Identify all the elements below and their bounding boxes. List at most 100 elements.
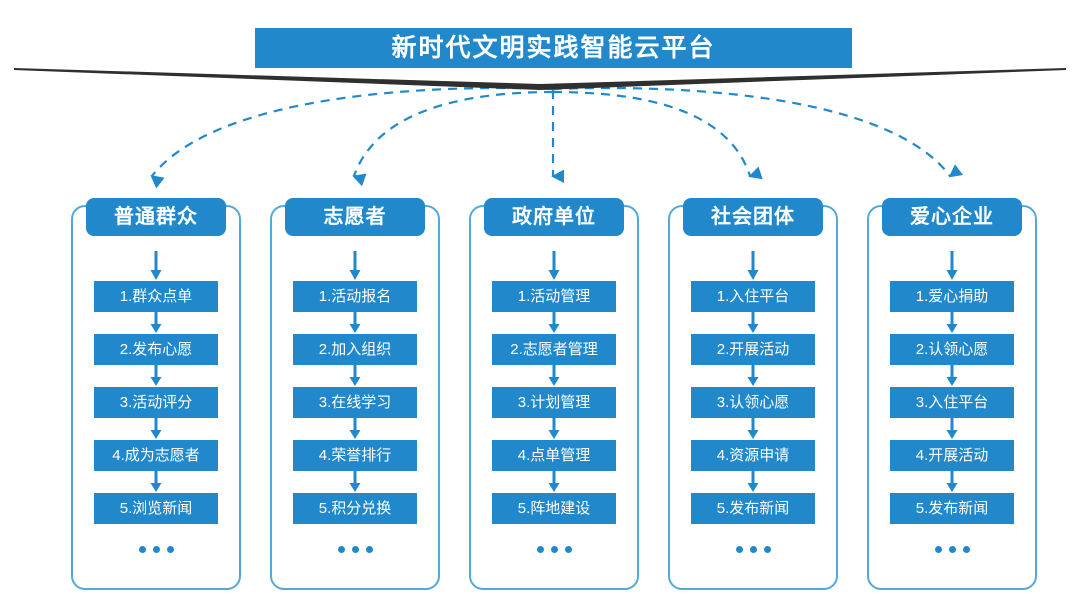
arrow-down-icon	[747, 365, 759, 386]
more-steps-ellipsis	[138, 546, 174, 553]
connector-to-column-3	[552, 90, 763, 180]
step-label: 3.在线学习	[318, 394, 392, 411]
arrow-down-icon	[150, 471, 162, 492]
step-box[interactable]: 2.认领心愿	[890, 334, 1014, 365]
step-label: 4.开展活动	[915, 447, 989, 464]
step-box[interactable]: 2.加入组织	[293, 334, 417, 365]
step-label: 1.活动报名	[318, 288, 392, 305]
platform-title-banner: 新时代文明实践智能云平台	[255, 28, 852, 68]
arrow-down-icon	[747, 251, 759, 280]
ellipsis-dot	[536, 546, 544, 553]
step-box[interactable]: 1.活动管理	[492, 281, 616, 312]
step-label: 2.志愿者管理	[510, 341, 598, 358]
step-box[interactable]: 1.群众点单	[94, 281, 218, 312]
arrow-down-icon	[747, 471, 759, 492]
arrow-down-icon	[548, 251, 560, 280]
step-label: 3.入住平台	[915, 394, 989, 411]
role-step-list: 1.活动报名 2.加入组织 3.在线学习 4.荣誉排行	[272, 251, 438, 553]
ellipsis-dot	[365, 546, 373, 553]
step-label: 1.群众点单	[119, 288, 193, 305]
connector-to-column-1	[352, 90, 554, 187]
arrow-down-icon	[349, 418, 361, 439]
ellipsis-dot	[948, 546, 956, 553]
step-box[interactable]: 4.开展活动	[890, 440, 1014, 471]
ellipsis-dot	[351, 546, 359, 553]
step-box[interactable]: 2.开展活动	[691, 334, 815, 365]
step-box[interactable]: 4.荣誉排行	[293, 440, 417, 471]
ellipsis-dot	[138, 546, 146, 553]
role-header-label: 普通群众	[114, 206, 198, 228]
arrow-down-icon	[150, 251, 162, 280]
arrow-down-icon	[548, 418, 560, 439]
more-steps-ellipsis	[735, 546, 771, 553]
ellipsis-dot	[564, 546, 572, 553]
arrow-down-icon	[548, 312, 560, 333]
step-box[interactable]: 5.积分兑换	[293, 493, 417, 524]
arrow-down-icon	[349, 471, 361, 492]
ellipsis-dot	[962, 546, 970, 553]
arrow-down-icon	[747, 418, 759, 439]
arrow-down-icon	[946, 418, 958, 439]
step-box[interactable]: 3.在线学习	[293, 387, 417, 418]
step-box[interactable]: 3.计划管理	[492, 387, 616, 418]
more-steps-ellipsis	[337, 546, 373, 553]
role-header-badge[interactable]: 普通群众	[86, 198, 226, 236]
step-box[interactable]: 4.资源申请	[691, 440, 815, 471]
step-box[interactable]: 5.浏览新闻	[94, 493, 218, 524]
step-label: 5.发布新闻	[716, 500, 790, 517]
step-box[interactable]: 5.发布新闻	[890, 493, 1014, 524]
more-steps-ellipsis	[536, 546, 572, 553]
role-header-badge[interactable]: 爱心企业	[882, 198, 1022, 236]
step-box[interactable]: 3.活动评分	[94, 387, 218, 418]
step-label: 5.积分兑换	[318, 500, 392, 517]
step-box[interactable]: 5.发布新闻	[691, 493, 815, 524]
step-box[interactable]: 3.入住平台	[890, 387, 1014, 418]
step-box[interactable]: 5.阵地建设	[492, 493, 616, 524]
step-box[interactable]: 4.成为志愿者	[94, 440, 218, 471]
role-header-label: 爱心企业	[910, 206, 994, 228]
ellipsis-dot	[152, 546, 160, 553]
arrow-down-icon	[150, 312, 162, 333]
role-header-label: 社会团体	[711, 206, 795, 228]
step-label: 5.浏览新闻	[119, 500, 193, 517]
step-label: 3.活动评分	[119, 394, 193, 411]
step-label: 2.认领心愿	[915, 341, 989, 358]
role-header-badge[interactable]: 政府单位	[484, 198, 624, 236]
step-label: 5.发布新闻	[915, 500, 989, 517]
step-box[interactable]: 1.活动报名	[293, 281, 417, 312]
step-label: 4.点单管理	[517, 447, 591, 464]
step-label: 2.发布心愿	[119, 341, 193, 358]
arrow-down-icon	[150, 365, 162, 386]
connector-to-column-4	[552, 86, 964, 178]
step-box[interactable]: 1.入住平台	[691, 281, 815, 312]
role-column[interactable]: 政府单位 1.活动管理 2.志愿者管理 3.计划管理	[469, 198, 639, 590]
role-header-badge[interactable]: 志愿者	[285, 198, 425, 236]
step-box[interactable]: 1.爱心捐助	[890, 281, 1014, 312]
arrow-down-icon	[747, 312, 759, 333]
step-label: 3.计划管理	[517, 394, 591, 411]
step-box[interactable]: 2.志愿者管理	[492, 334, 616, 365]
role-step-list: 1.群众点单 2.发布心愿 3.活动评分 4.成为志愿者	[73, 251, 239, 553]
step-label: 1.活动管理	[517, 288, 591, 305]
step-label: 5.阵地建设	[517, 500, 591, 517]
role-header-badge[interactable]: 社会团体	[683, 198, 823, 236]
page-title: 新时代文明实践智能云平台	[391, 33, 716, 62]
step-label: 4.荣誉排行	[318, 447, 392, 464]
role-step-list: 1.入住平台 2.开展活动 3.认领心愿 4.资源申请	[670, 251, 836, 553]
role-column[interactable]: 志愿者 1.活动报名 2.加入组织 3.在线学习	[270, 198, 440, 590]
step-label: 3.认领心愿	[716, 394, 790, 411]
step-box[interactable]: 3.认领心愿	[691, 387, 815, 418]
role-column[interactable]: 社会团体 1.入住平台 2.开展活动 3.认领心愿	[668, 198, 838, 590]
role-column[interactable]: 普通群众 1.群众点单 2.发布心愿 3.活动评分	[71, 198, 241, 590]
arrow-down-icon	[349, 365, 361, 386]
step-box[interactable]: 2.发布心愿	[94, 334, 218, 365]
arrow-down-icon	[946, 365, 958, 386]
step-label: 4.成为志愿者	[112, 447, 200, 464]
arrow-down-icon	[349, 312, 361, 333]
step-box[interactable]: 4.点单管理	[492, 440, 616, 471]
ellipsis-dot	[735, 546, 743, 553]
step-label: 2.加入组织	[318, 341, 392, 358]
role-column[interactable]: 爱心企业 1.爱心捐助 2.认领心愿 3.入住平台	[867, 198, 1037, 590]
more-steps-ellipsis	[934, 546, 970, 553]
